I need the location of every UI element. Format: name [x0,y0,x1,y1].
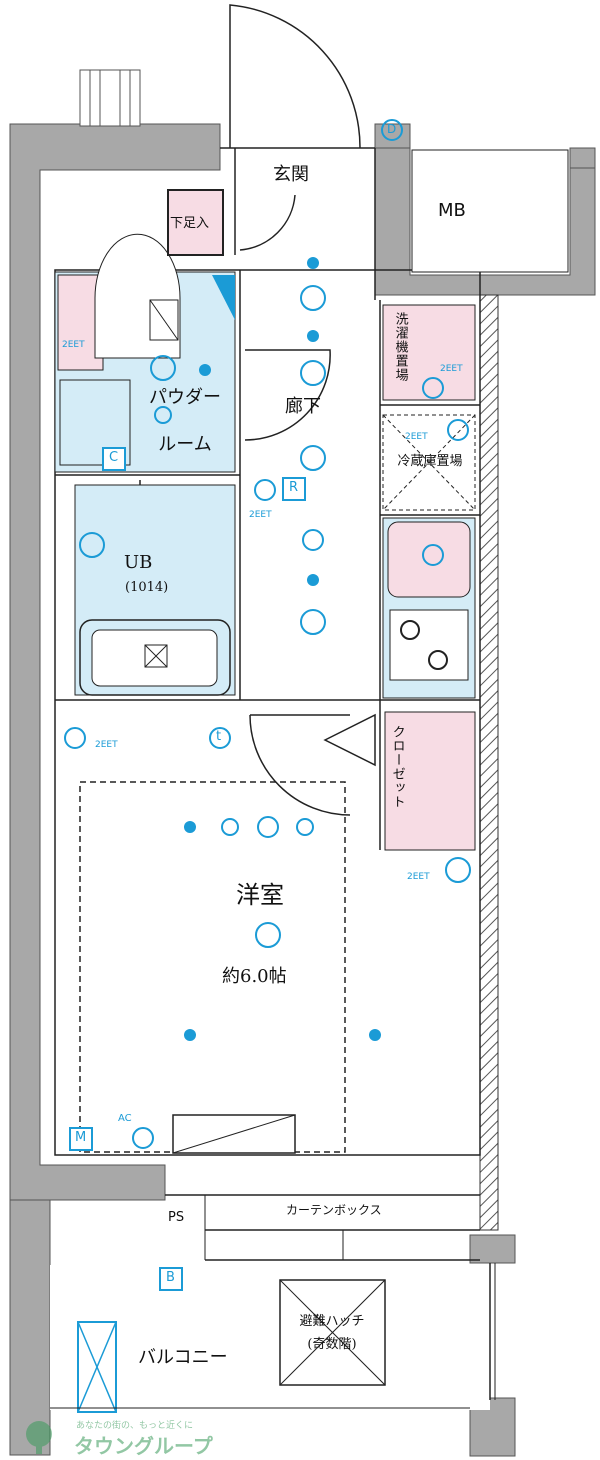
watermark-company: タウングループ [74,1434,213,1458]
curtain-box-label: カーテンボックス [286,1203,382,1217]
breaker-b-symbol: B [166,1270,175,1285]
balcony-area [50,1263,496,1413]
meter-box-label: MB [438,200,466,221]
outlet-label-5: 2EET [95,740,118,750]
meter-box [411,149,569,273]
interior-lines [54,147,481,1261]
fridge-space-label: 冷蔵庫置場 [397,454,463,469]
closet-c-symbol: C [109,450,119,465]
entrance-label: 玄関 [273,164,309,185]
outlet-label-4: 2EET [249,510,272,520]
washer-space [382,304,476,401]
unit-bath-label: UB [124,552,153,573]
escape-hatch-label-line1: 避難ハッチ [299,1314,365,1329]
outlet-label-6: 2EET [407,872,430,882]
western-room-size-label: 約6.0帖 [222,966,287,987]
hallway-label: 廊下 [285,396,321,417]
electrical-symbols [64,119,471,1291]
watermark-logo: あなたの街の、もっと近くに タウングループ [14,1418,254,1458]
door-bell-symbol: D [387,122,397,136]
multimedia-m-symbol: M [75,1130,87,1145]
powder-room-label-line2: ルーム [158,434,212,455]
washer-space-label: 洗濯機置場 [392,312,408,382]
kitchen-counter [382,517,476,699]
fridge-space [382,414,476,511]
tree-icon [26,1421,52,1454]
escape-hatch-label-line2: (奇数階) [307,1337,357,1352]
shoe-box [167,189,224,256]
shoe-box-label: 下足入 [170,216,210,231]
closet-label: クローゼット [389,725,405,809]
aircon-ac-symbol: AC [118,1113,132,1124]
return-r-symbol: R [289,480,299,495]
unit-bath-area [74,484,236,696]
closet-area [384,711,476,851]
watermark-tagline: あなたの街の、もっと近くに [76,1421,194,1431]
exterior-walls [9,69,596,1457]
unit-bath-size-label: (1014) [125,580,169,595]
powder-room-label-line1: パウダー [149,387,221,408]
outlet-label-1: 2EET [62,340,85,350]
outlet-label-3: 2EET [405,432,428,442]
western-room-label: 洋室 [236,881,284,909]
right-wall-hatch [479,294,499,1231]
outlet-label-2: 2EET [440,364,463,374]
thermostat-t-symbol: t [216,729,222,744]
balcony-label: バルコニー [138,1347,228,1368]
pipe-space-label: PS [168,1210,185,1225]
